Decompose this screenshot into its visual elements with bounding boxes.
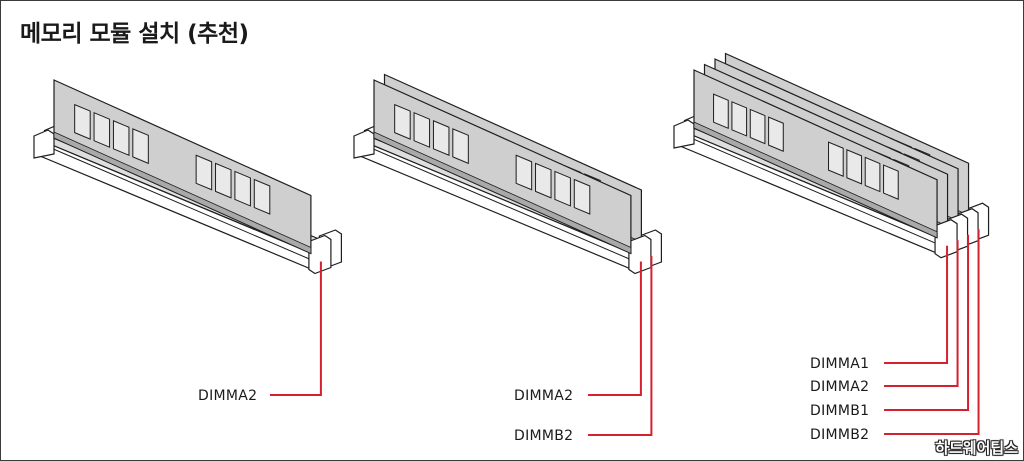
memory-chip [731,101,748,137]
memory-chip [828,141,844,177]
memory-chip [215,162,232,199]
callout-line [588,261,642,396]
memory-chip [394,103,411,140]
memory-chip [234,170,251,207]
memory-chip [253,178,271,215]
memory-chip [535,162,552,199]
memory-chip [864,156,881,193]
memory-chip [452,128,469,165]
slot-front-latch [308,234,332,275]
memory-module [693,69,938,239]
memory-chip [846,149,863,185]
label-config2-dimmb2: DIMMB2 [514,428,574,444]
callout-line [884,229,980,435]
callout-line [588,256,653,436]
callout-line [884,245,949,364]
label-config3-dimmb2: DIMMB2 [810,427,870,443]
memory-module [53,79,312,255]
callout-line [884,240,959,387]
memory-chip [749,108,766,145]
label-config3-dimmb1: DIMMB1 [810,403,870,419]
module-contact-strip [373,131,632,255]
callout-line [270,261,322,396]
memory-chip [554,170,571,207]
configuration-3 [673,52,990,435]
memory-chip [195,154,213,191]
memory-chip [713,93,729,130]
memory-chip [432,120,450,157]
memory-chip [768,116,784,152]
memory-chip [883,164,899,200]
label-config2-dimma2: DIMMA2 [514,388,574,404]
slot-groove [683,134,940,246]
configuration-2 [353,73,663,436]
slot-rear-latch [353,129,375,159]
page-title: 메모리 모듈 설치 (추천) [20,21,249,47]
label-config1-dimma2: DIMMA2 [198,388,258,404]
label-config3-dimma2: DIMMA2 [810,379,870,395]
memory-chip [573,178,591,215]
configuration-1 [33,79,342,396]
memory-chip [93,111,111,148]
slot-groove [363,144,634,261]
memory-module [373,79,632,255]
callout-line [884,234,970,411]
memory-chip [112,120,130,157]
slot-groove [43,144,314,261]
slot-rear-latch [33,129,55,159]
module-contact-strip [53,131,312,255]
label-config3-dimma1: DIMMA1 [810,356,870,372]
memory-chip [132,128,149,165]
slot-rear-latch [673,119,695,149]
memory-chip [413,111,431,148]
memory-chip [515,154,533,191]
watermark-logo: 하드웨어팁스 [935,439,1018,457]
memory-chip [74,103,91,140]
module-contact-strip [693,121,938,239]
